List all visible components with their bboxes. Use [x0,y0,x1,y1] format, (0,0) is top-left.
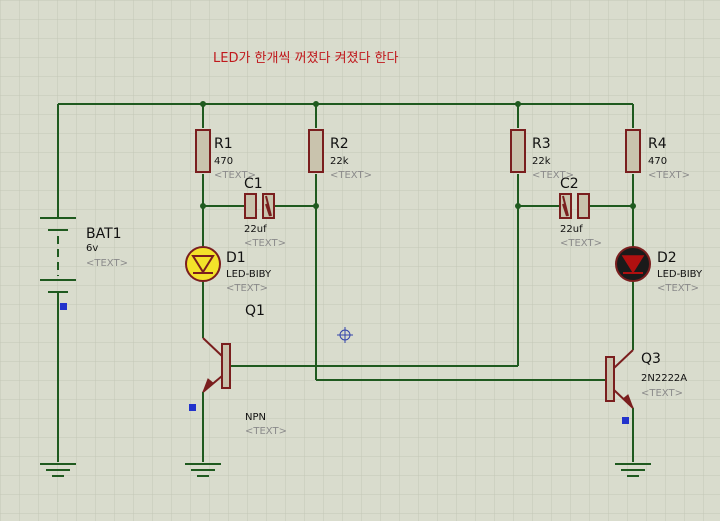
q3-text-placeholder: <TEXT> [641,388,683,399]
q3-ref: Q3 [641,351,661,367]
led-d2[interactable]: D2 LED-BIBY <TEXT> [615,246,703,294]
r1-ref: R1 [214,136,233,152]
capacitor-c1[interactable]: C1 22uf <TEXT> [244,176,286,249]
bat1-text-placeholder: <TEXT> [86,258,128,269]
r1-value: 470 [214,156,233,167]
r2-ref: R2 [330,136,349,152]
d1-value: LED-BIBY [226,269,272,280]
d2-text-placeholder: <TEXT> [657,283,699,294]
r4-text-placeholder: <TEXT> [648,170,690,181]
battery-bat1[interactable]: BAT1 6v <TEXT> [40,217,128,310]
pin-marker [189,404,196,411]
ground-q1 [185,463,221,477]
pin-marker [60,303,67,310]
ground-bat1 [40,463,76,477]
origin-crosshair-icon [337,327,353,343]
r3-value: 22k [532,156,551,167]
c2-ref: C2 [560,176,579,192]
resistor-r4[interactable]: R4 470 <TEXT> [625,129,690,181]
q1-value: NPN [245,412,266,423]
c1-ref: C1 [244,176,263,192]
r4-value: 470 [648,156,667,167]
c2-value: 22uf [560,224,583,235]
r3-text-placeholder: <TEXT> [532,170,574,181]
d1-text-placeholder: <TEXT> [226,283,268,294]
resistor-r1[interactable]: R1 470 <TEXT> [195,129,256,181]
schematic-title: LED가 한개씩 꺼졌다 켜졌다 한다 [213,51,399,66]
transistor-q1[interactable]: Q1 NPN <TEXT> [189,303,287,437]
junctions [200,101,636,209]
led-d1[interactable]: D1 LED-BIBY <TEXT> [185,246,272,294]
c1-text-placeholder: <TEXT> [244,238,286,249]
d1-ref: D1 [226,250,246,266]
ground-q3 [615,463,651,477]
transistor-q3[interactable]: Q3 2N2222A <TEXT> [605,349,687,424]
pin-marker [622,417,629,424]
r2-value: 22k [330,156,349,167]
c2-text-placeholder: <TEXT> [560,238,602,249]
capacitor-c2[interactable]: C2 22uf <TEXT> [559,176,602,249]
r2-text-placeholder: <TEXT> [330,170,372,181]
d2-value: LED-BIBY [657,269,703,280]
r4-ref: R4 [648,136,667,152]
resistor-r2[interactable]: R2 22k <TEXT> [308,129,372,181]
r3-ref: R3 [532,136,551,152]
bat1-ref: BAT1 [86,226,122,242]
q1-text-placeholder: <TEXT> [245,426,287,437]
r1-text-placeholder: <TEXT> [214,170,256,181]
wires [57,103,634,462]
resistor-r3[interactable]: R3 22k <TEXT> [510,129,574,181]
led-d1-glow [185,246,221,282]
bat1-value: 6v [86,243,98,254]
d2-ref: D2 [657,250,677,266]
q3-value: 2N2222A [641,373,687,384]
c1-value: 22uf [244,224,267,235]
q1-ref: Q1 [245,303,265,319]
